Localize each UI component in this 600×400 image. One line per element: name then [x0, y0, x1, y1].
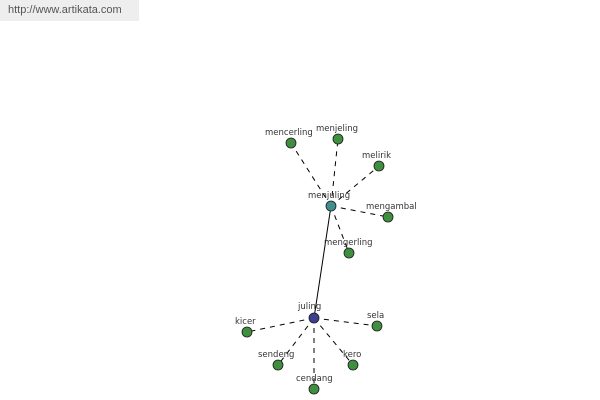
edge-juling-menjuling	[313, 205, 332, 319]
node-circle-mengerling[interactable]	[343, 247, 355, 259]
node-label-kicer[interactable]: kicer	[235, 317, 256, 327]
node-cendang[interactable]: cendang	[296, 374, 333, 395]
node-sendeng[interactable]: sendeng	[258, 350, 294, 371]
node-label-mencerling[interactable]: mencerling	[265, 128, 313, 138]
node-kero[interactable]: kero	[343, 350, 361, 371]
node-label-sela[interactable]: sela	[367, 311, 384, 321]
node-circle-mencerling[interactable]	[285, 137, 297, 149]
node-circle-melirik[interactable]	[373, 160, 385, 172]
node-circle-cendang[interactable]	[308, 383, 320, 395]
node-label-cendang[interactable]: cendang	[296, 374, 333, 384]
node-circle-juling[interactable]	[308, 312, 320, 324]
node-label-mengerling[interactable]: mengerling	[324, 238, 373, 248]
node-circle-menjuling[interactable]	[325, 200, 337, 212]
node-circle-mengambal[interactable]	[382, 211, 394, 223]
node-label-melirik[interactable]: melirik	[362, 151, 391, 161]
node-mencerling[interactable]: mencerling	[265, 128, 313, 149]
node-circle-kicer[interactable]	[241, 326, 253, 338]
node-label-kero[interactable]: kero	[343, 350, 361, 360]
node-label-mengambal[interactable]: mengambal	[366, 202, 417, 212]
source-url-bar[interactable]: http://www.artikata.com	[0, 0, 139, 21]
edge-menjuling-melirik	[330, 165, 380, 207]
node-circle-sela[interactable]	[371, 320, 383, 332]
edge-menjuling-menjeling	[330, 138, 339, 207]
node-kicer[interactable]: kicer	[235, 317, 256, 338]
node-juling[interactable]: juling	[297, 302, 321, 324]
node-label-juling[interactable]: juling	[297, 302, 321, 312]
edge-menjuling-mencerling	[290, 142, 332, 207]
edge-juling-kicer	[246, 317, 315, 333]
node-menjuling[interactable]: menjuling	[308, 191, 350, 212]
node-mengambal[interactable]: mengambal	[366, 202, 417, 223]
node-mengerling[interactable]: mengerling	[324, 238, 373, 259]
edge-juling-kero	[313, 317, 354, 366]
node-menjeling[interactable]: menjeling	[316, 124, 358, 145]
node-sela[interactable]: sela	[367, 311, 384, 332]
edge-juling-sela	[313, 317, 378, 327]
node-label-sendeng[interactable]: sendeng	[258, 350, 294, 360]
node-label-menjuling[interactable]: menjuling	[308, 191, 350, 201]
edges-layer	[246, 138, 389, 389]
source-url-text: http://www.artikata.com	[8, 4, 122, 16]
node-circle-sendeng[interactable]	[272, 359, 284, 371]
node-melirik[interactable]: melirik	[362, 151, 391, 172]
node-circle-kero[interactable]	[347, 359, 359, 371]
node-label-menjeling[interactable]: menjeling	[316, 124, 358, 134]
edge-menjuling-mengerling	[330, 205, 350, 254]
node-circle-menjeling[interactable]	[332, 133, 344, 145]
